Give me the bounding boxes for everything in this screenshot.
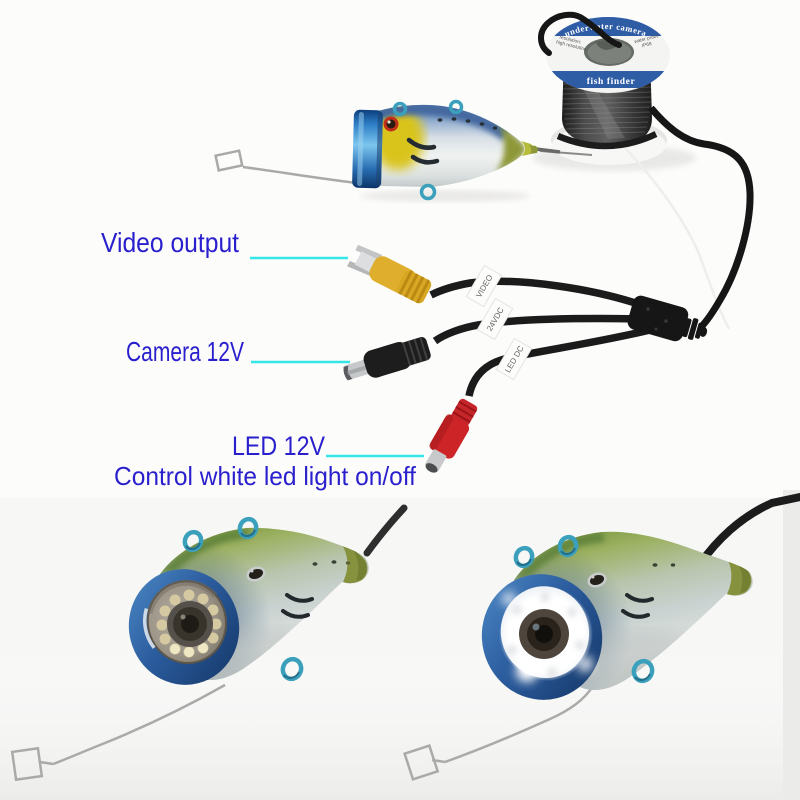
svg-text:Control white led light on/off: Control white led light on/off	[114, 461, 417, 491]
svg-text:water proof:: water proof:	[634, 33, 660, 45]
svg-text:IP68: IP68	[641, 41, 652, 49]
svg-text:Camera 12V: Camera 12V	[126, 336, 244, 367]
svg-text:resolution:: resolution:	[559, 34, 582, 45]
svg-text:LED 12V: LED 12V	[232, 431, 325, 461]
svg-text:Video output: Video output	[101, 227, 239, 258]
svg-text:fish finder: fish finder	[587, 77, 636, 87]
